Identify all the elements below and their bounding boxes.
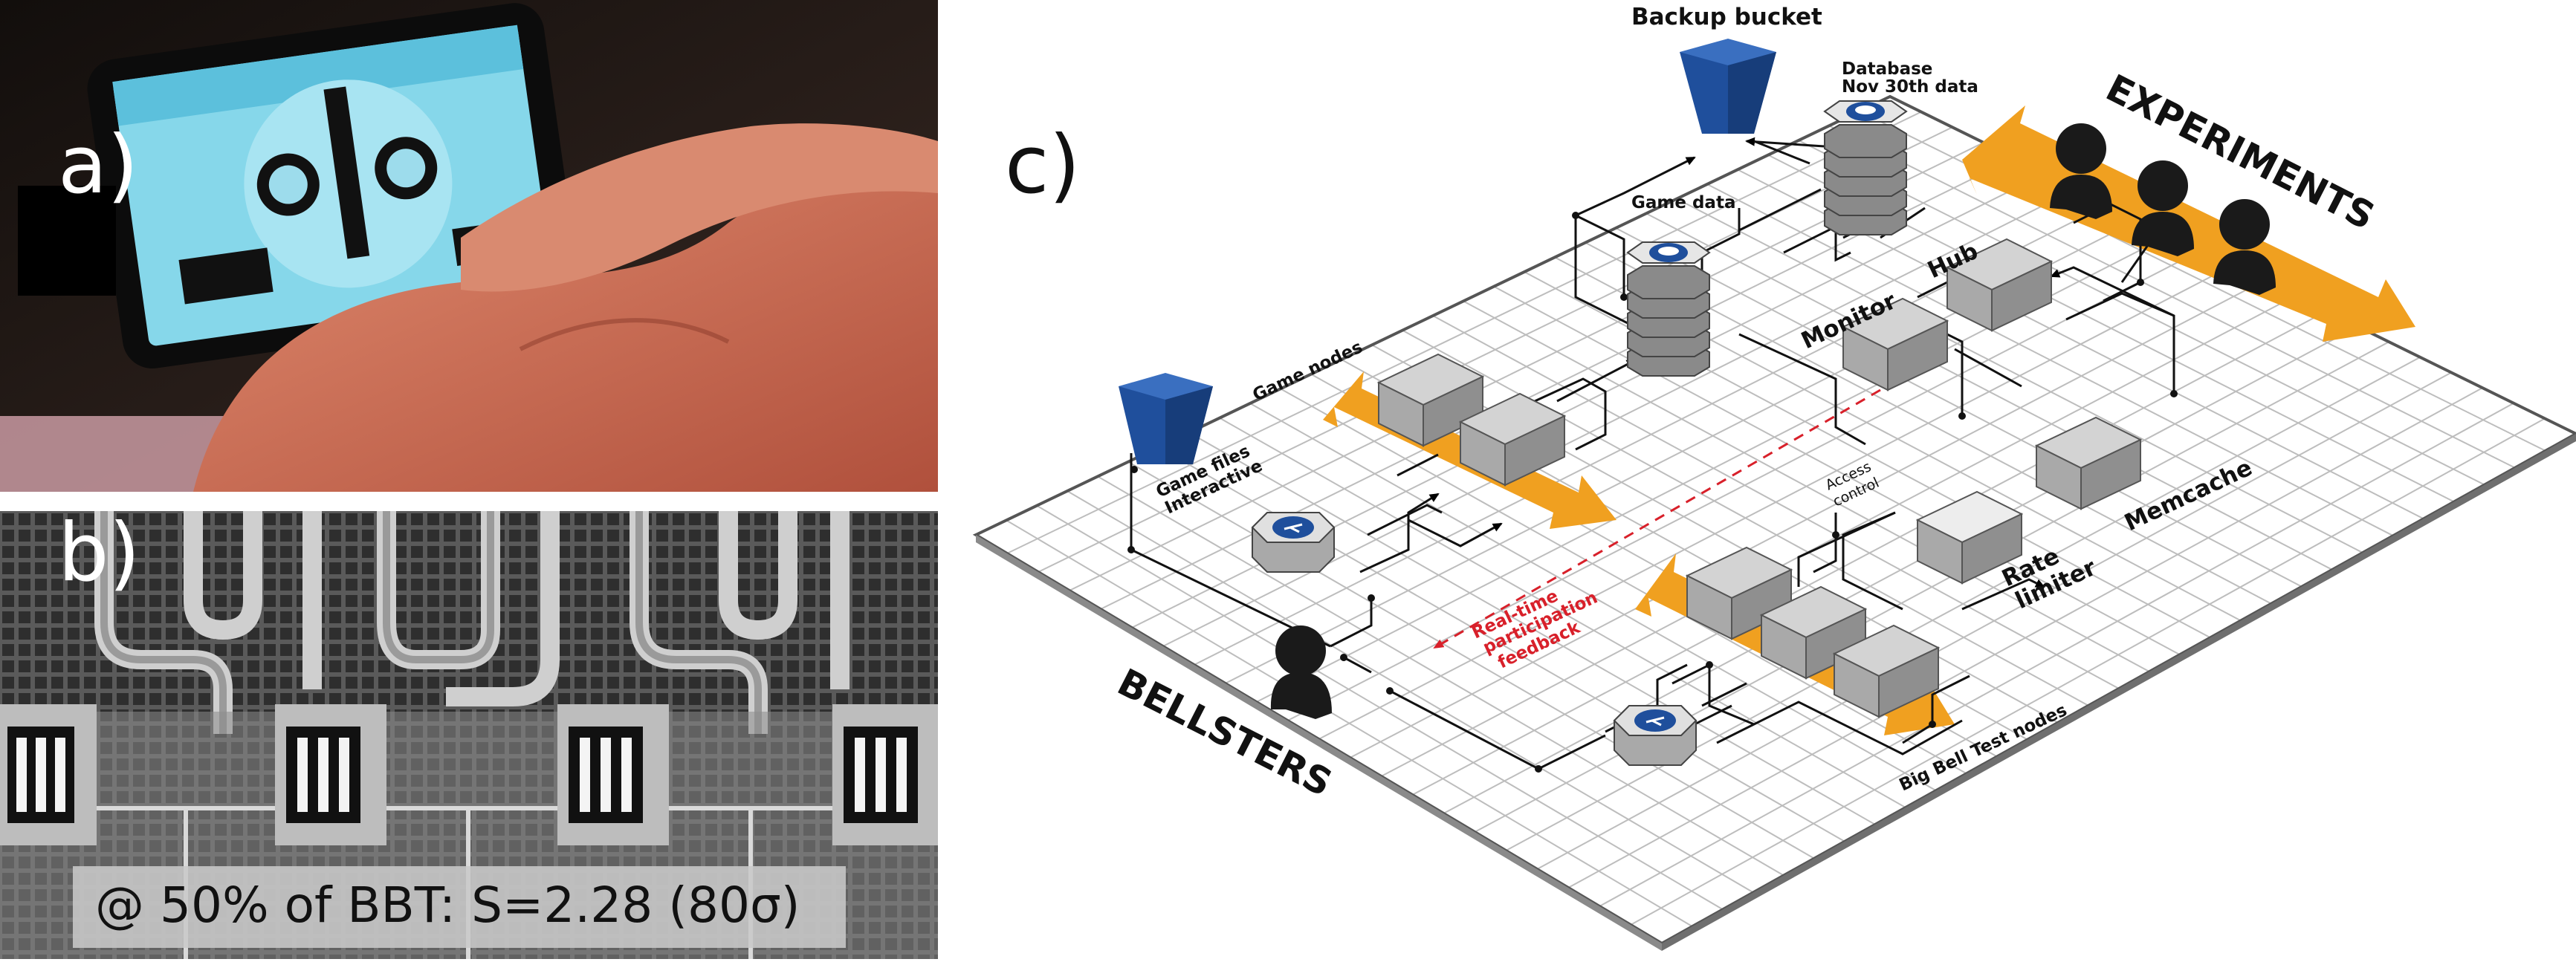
database-stack-icon <box>1823 100 1908 235</box>
database-label-line1: Database <box>1842 59 1932 79</box>
feedback-dashed-line <box>1433 389 1881 649</box>
panel-a-label: a) <box>58 119 139 212</box>
bbt-server-octagon-icon <box>1613 705 1698 766</box>
game-files-bucket-icon <box>1119 373 1213 464</box>
bellster-person-icon <box>1270 625 1332 719</box>
game-server-octagon-icon <box>1251 512 1336 573</box>
memcache-box <box>2034 416 2143 510</box>
grid-floor <box>972 94 2576 951</box>
monitor-box <box>1841 297 1949 391</box>
hub-box <box>1945 238 2054 332</box>
bbt-node-box-1 <box>1685 546 1793 640</box>
backup-bucket-label: Backup bucket <box>1631 4 1822 30</box>
panel-a-photo: a) <box>0 0 938 492</box>
panel-b-caption-box <box>73 866 846 948</box>
database-label-line2: Nov 30th data <box>1842 77 1978 97</box>
experimenter-person-icons <box>2050 123 2276 295</box>
game-data-stack-icon <box>1626 241 1711 377</box>
panel-c-label: c) <box>1005 119 1081 212</box>
game-node-box-2 <box>1458 392 1567 487</box>
backup-bucket-icon <box>1680 39 1776 134</box>
game-data-label: Game data <box>1631 193 1735 212</box>
architecture-diagram-svg: Backup bucket Database Nov 30th data Gam… <box>972 4 2576 951</box>
phone-photo-illustration <box>0 0 938 492</box>
bbt-node-box-2 <box>1759 585 1868 680</box>
panel-b-label: b) <box>58 511 140 599</box>
rate-limiter-box <box>1915 490 2024 585</box>
game-node-box-1 <box>1376 353 1485 447</box>
bbt-node-box-3 <box>1832 624 1941 718</box>
panel-b-caption: @ 50% of BBT: S=2.28 (80σ) <box>95 877 800 934</box>
panel-c-architecture-diagram: Backup bucket Database Nov 30th data Gam… <box>938 0 2576 959</box>
